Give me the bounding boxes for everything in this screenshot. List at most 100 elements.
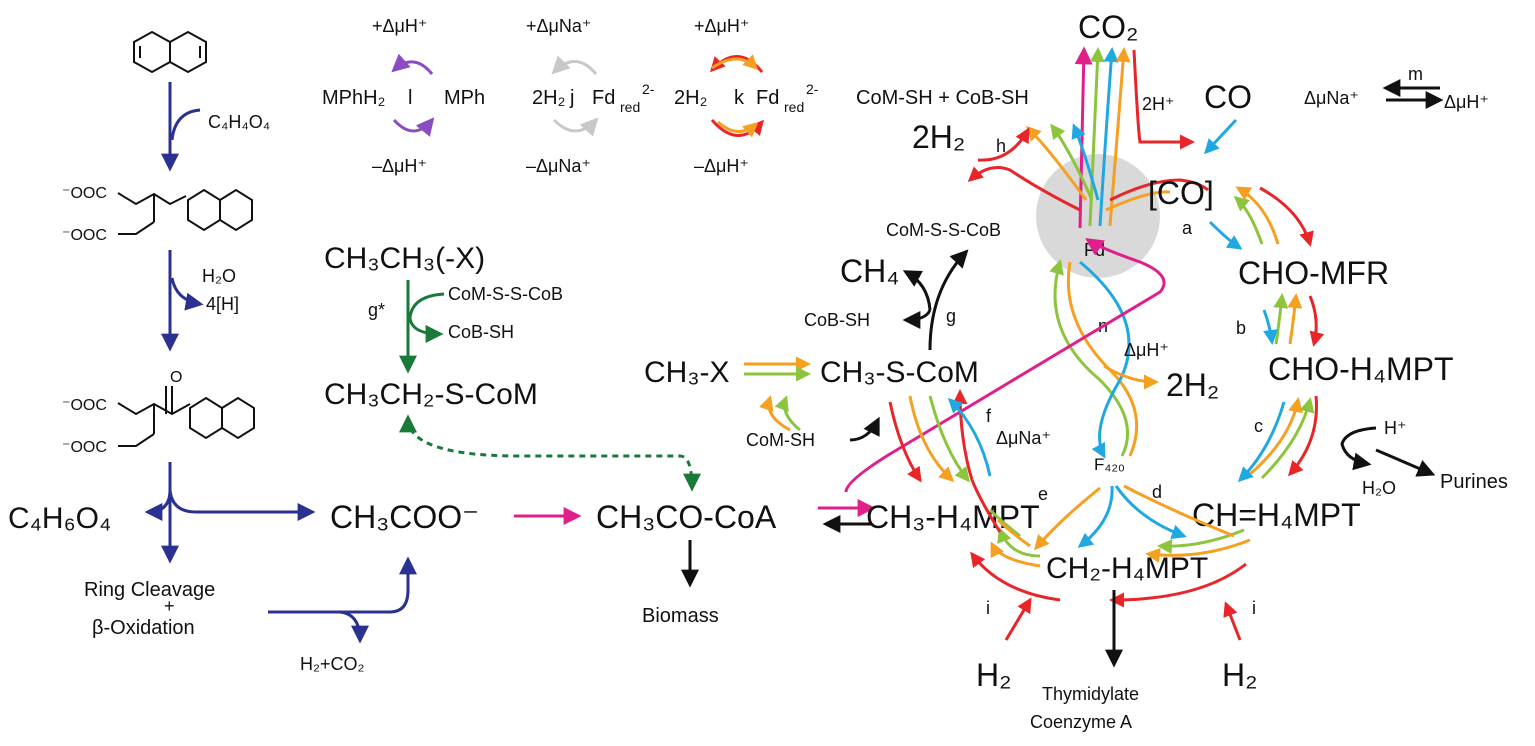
m-proton: ΔμH⁺	[1444, 92, 1489, 112]
carboxylate-top-2: ⁻OOC	[62, 397, 107, 414]
carboxylate-bottom-1: ⁻OOC	[62, 227, 107, 244]
reaction-a: a	[1182, 218, 1193, 238]
ethane-curve-in	[408, 292, 445, 319]
fd-disc	[1036, 154, 1160, 278]
naphthylmethylsuccinate-structure	[117, 188, 253, 235]
coenzyme-b: CoB-SH	[804, 310, 870, 330]
cycle-bottom-arrows	[970, 484, 1251, 641]
formyl-mfr-label: CHO-MFR	[1238, 255, 1389, 291]
legend-j-bottom: –ΔμNa⁺	[526, 156, 591, 176]
legend-j: +ΔμNa⁺ 2H₂ j Fd red 2- –ΔμNa⁺	[526, 16, 655, 176]
ethane: CH₃CH₃(-X)	[324, 242, 485, 275]
water-c: H₂O	[1362, 478, 1396, 498]
succinate: C₄H₆O₄	[8, 502, 111, 535]
hydrogen-right: H₂	[1222, 657, 1258, 693]
f420: F₄₂₀	[1094, 455, 1125, 474]
keto-oxygen: O	[170, 369, 182, 386]
heterodisulfide: CoM-S-S-CoB	[886, 220, 1001, 240]
legend-k-arc-top-orange	[711, 54, 759, 71]
biomass: Biomass	[642, 605, 719, 627]
legend-j-sub: red	[620, 99, 640, 115]
carbon-monoxide: CO	[1204, 79, 1252, 115]
legend-l-top: +ΔμH⁺	[372, 16, 427, 36]
reaction-h: h	[996, 136, 1006, 156]
cycle-left-arrows	[888, 389, 1031, 548]
legend-k: +ΔμH⁺ 2H₂ k Fd red 2- –ΔμH⁺	[674, 16, 819, 176]
legend-k-letter: k	[734, 87, 745, 109]
bound-co: [CO]	[1148, 175, 1214, 211]
carboxylate-bottom-2: ⁻OOC	[62, 439, 107, 456]
hydrogen-left: H₂	[976, 657, 1012, 693]
coenzyme-a: Coenzyme A	[1030, 712, 1132, 732]
beta-oxidation-label: β-Oxidation	[92, 617, 195, 639]
comsh-green	[774, 395, 801, 432]
legend-k-sub: red	[784, 99, 804, 115]
thymidylate: Thymidylate	[1042, 684, 1139, 704]
c-side-arrow	[1340, 426, 1377, 471]
h-arrow	[977, 127, 1030, 162]
cycle-right-arrows	[1208, 186, 1325, 483]
methylene-h4mpt: CH₂-H₄MPT	[1046, 552, 1208, 585]
carboxylate-top-1: ⁻OOC	[62, 185, 107, 202]
magenta-long-path	[844, 238, 1166, 493]
legend-k-sup: 2-	[806, 81, 819, 97]
co-arrow	[1203, 118, 1238, 155]
legend-l: +ΔμH⁺ MPhH₂ l MPh –ΔμH⁺	[322, 16, 485, 176]
legend-j-top: +ΔμNa⁺	[526, 16, 591, 36]
proton-c: H⁺	[1384, 418, 1407, 438]
f420-braid	[1049, 259, 1159, 459]
reaction-c: c	[1254, 416, 1263, 436]
formyl-mfr: CHO-MFR	[1238, 255, 1389, 291]
navy-branch	[144, 462, 417, 644]
plus-sign: +	[164, 596, 175, 616]
acetyl-coa: CH₃CO-CoA	[596, 499, 777, 535]
com-cob-thiols: CoM-SH + CoB-SH	[856, 87, 1029, 109]
legend-l-arc-bottom	[392, 117, 435, 137]
legend-j-left: 2H₂	[532, 87, 565, 109]
legend-l-arc-top	[391, 53, 434, 75]
ring-cleavage-label: Ring Cleavage	[84, 579, 215, 601]
cobsh-in-arrow	[902, 309, 932, 329]
reagent-water: H₂O	[202, 266, 236, 286]
legend-l-bottom: –ΔμH⁺	[372, 156, 427, 176]
navy-curve-out-2	[170, 277, 204, 311]
two-h2-h: 2H₂	[912, 119, 965, 155]
legend-l-left: MPhH₂	[322, 87, 385, 109]
m-sodium: ΔμNa⁺	[1304, 88, 1359, 108]
co2-fan	[967, 46, 1209, 229]
methane-out-arrow	[902, 270, 932, 311]
purines: Purines	[1440, 471, 1508, 493]
legend-k-arc-bottom-orange	[716, 120, 759, 138]
reaction-d: d	[1152, 482, 1162, 502]
carbon-dioxide: CO₂	[1078, 9, 1138, 45]
sodium-motive-f: ΔμNa⁺	[996, 428, 1051, 448]
comsh-black	[849, 416, 880, 442]
reaction-b: b	[1236, 318, 1246, 338]
legend-j-arc-top	[551, 55, 598, 75]
proton-motive-n: ΔμH⁺	[1124, 340, 1169, 360]
reaction-g-star: g*	[368, 300, 385, 320]
formyl-h4mpt: CHO-H₄MPT	[1268, 351, 1453, 387]
methenyl-h4mpt: CH=H₄MPT	[1192, 497, 1361, 533]
ethane-curve-out	[408, 317, 444, 343]
legend-l-letter: l	[408, 87, 412, 109]
legend-j-right: Fd	[592, 87, 615, 109]
legend-j-sup: 2-	[642, 81, 655, 97]
reaction-i-right: i	[1252, 598, 1256, 618]
legend-k-right: Fd	[756, 87, 779, 109]
navy-curve-in-1	[170, 108, 201, 141]
acetate: CH₃COO⁻	[330, 499, 479, 535]
legend-k-bottom: –ΔμH⁺	[694, 156, 749, 176]
comsh-orange	[759, 395, 791, 432]
reagent-fumarate: C₄H₄O₄	[208, 112, 270, 132]
naphthalene-structure	[133, 30, 207, 74]
methyl-x: CH₃-X	[644, 356, 730, 389]
coenzyme-m: CoM-SH	[746, 430, 815, 450]
ethane-coproduct: CoB-SH	[448, 322, 514, 342]
reaction-m: m	[1408, 64, 1423, 84]
product-reducing-equivalents: 4[H]	[206, 294, 239, 314]
dotted-link	[399, 414, 701, 492]
reaction-f: f	[986, 406, 992, 426]
legend-l-right: MPh	[444, 87, 485, 109]
